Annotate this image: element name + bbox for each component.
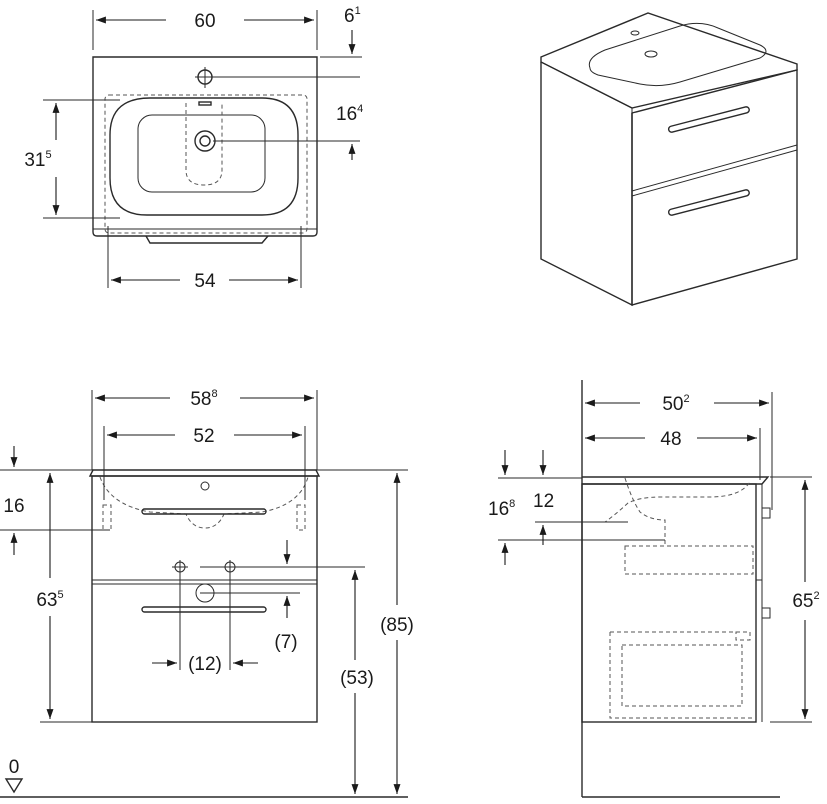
iso-basin-bowl xyxy=(588,22,767,87)
front-view: 0 588 52 16 635 (85) (53) (7) (12) xyxy=(0,388,414,798)
tap-offset-label: 61 xyxy=(344,5,361,27)
siphon-offset-label: 12 xyxy=(533,491,554,512)
drain-depth-label: 164 xyxy=(336,103,363,125)
lower-drawer-interior xyxy=(609,631,752,719)
front-basin-top xyxy=(88,469,321,477)
front-cabinet-height-label: 635 xyxy=(36,589,63,611)
side-view: 502 48 168 12 652 xyxy=(488,380,820,798)
top-view: 60 54 315 61 164 xyxy=(24,5,363,292)
drain-icon xyxy=(194,130,216,152)
overflow-channel xyxy=(185,103,223,186)
front-basin-bowl-dashed xyxy=(99,476,309,529)
isometric-view xyxy=(540,12,798,307)
iso-upper-handle xyxy=(667,106,750,133)
overflow-slot xyxy=(198,101,212,106)
basin-inner xyxy=(109,97,299,216)
front-lower-handle xyxy=(141,606,267,613)
front-cabinet xyxy=(91,475,318,723)
drawer-height-label: (53) xyxy=(340,668,374,689)
iso-tap-hole-icon xyxy=(630,30,640,36)
iso-lower-handle xyxy=(667,189,750,216)
side-lower-handle xyxy=(761,607,771,619)
iso-drain-icon xyxy=(644,50,658,58)
siphon-depth-label: 168 xyxy=(488,498,515,520)
top-view-outline xyxy=(92,56,318,237)
floor-level-label: 0 xyxy=(9,757,20,778)
side-basin-bowl-dashed xyxy=(582,481,751,523)
connection-spacing-label: (12) xyxy=(188,654,222,675)
connection-offset-label: (7) xyxy=(274,632,297,653)
side-upper-handle xyxy=(761,507,771,519)
basin-bowl xyxy=(137,114,266,193)
siphon-box xyxy=(624,545,754,575)
floor-level-icon xyxy=(4,778,24,794)
front-top-offset-label: 16 xyxy=(3,496,24,517)
front-lip xyxy=(145,235,269,244)
side-depth-outer-label: 502 xyxy=(662,393,689,415)
front-width-outer-label: 588 xyxy=(190,388,217,410)
basin-width-label: 54 xyxy=(194,271,216,292)
iso-cabinet-front xyxy=(631,69,798,306)
front-upper-handle xyxy=(141,508,267,515)
top-width-label: 60 xyxy=(194,11,215,32)
iso-cabinet-left-side xyxy=(540,62,633,307)
front-width-inner-label: 52 xyxy=(193,426,214,447)
side-depth-inner-label: 48 xyxy=(660,429,681,450)
side-cabinet-height-label: 652 xyxy=(792,590,819,612)
basin-depth-label: 315 xyxy=(24,149,51,171)
total-height-label: (85) xyxy=(380,615,414,636)
side-cabinet xyxy=(581,483,757,723)
iso-basin-top xyxy=(540,12,798,109)
side-basin-top xyxy=(582,476,770,485)
tap-hole-icon xyxy=(195,67,360,88)
